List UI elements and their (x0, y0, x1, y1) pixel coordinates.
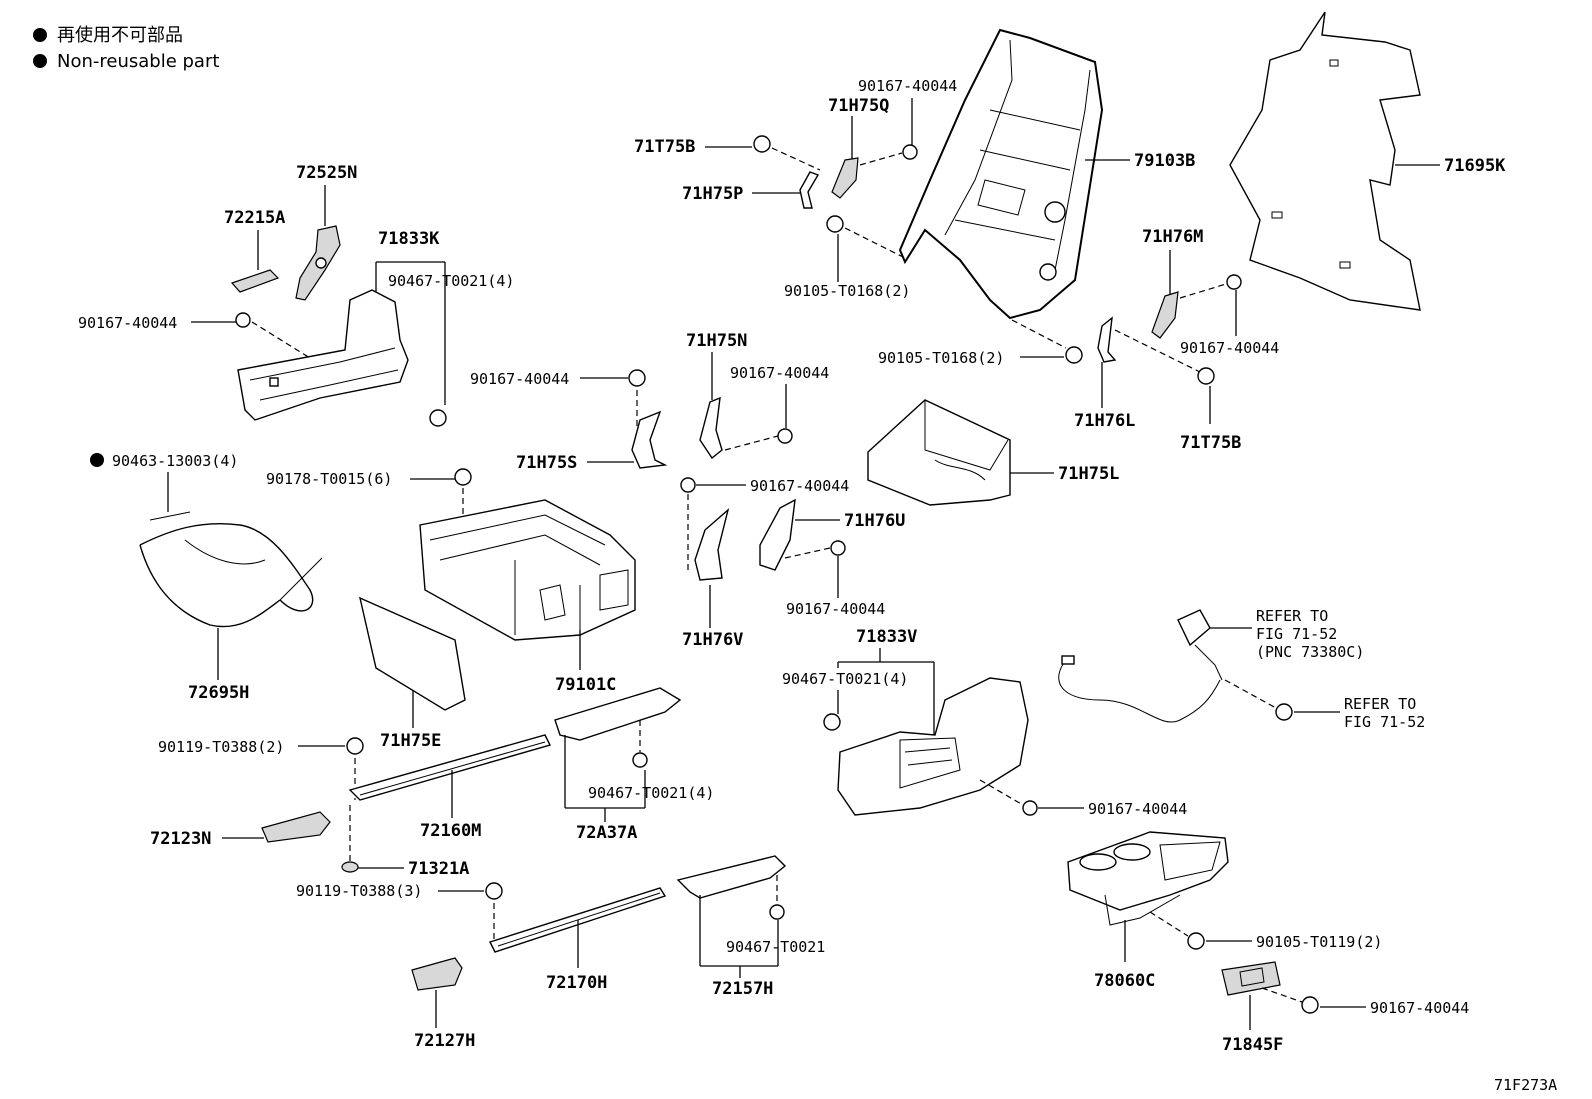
label-90167-40044-i: 90167-40044 (1370, 999, 1469, 1017)
part-72A37A: 90467-T0021(4) 72A37A (554, 687, 714, 843)
part-71H76U: 71H76U 90167-40044 (759, 498, 905, 618)
label-71321A: 71321A (408, 859, 469, 879)
part-71833K: 71833K 90467-T0021(4) 90167-40044 (78, 229, 514, 427)
label-71T75B-a: 71T75B (634, 137, 695, 157)
refer-pnc-1: (PNC 73380C) (1256, 643, 1364, 661)
refer-fig-2: FIG 71-52 (1344, 713, 1425, 731)
part-71T75B-lower: 71T75B (1180, 367, 1241, 453)
refer-fig-1: FIG 71-52 (1256, 625, 1337, 643)
legend-en-text: Non-reusable part (57, 51, 219, 72)
label-90167-40044-h: 90167-40044 (1088, 800, 1187, 818)
label-90105-T0119-2: 90105-T0119(2) (1256, 933, 1382, 951)
label-71H76M: 71H76M (1142, 227, 1203, 247)
part-71H75S: 90167-40044 71H75S (470, 369, 668, 473)
label-90467-T0021-4-a: 90467-T0021(4) (388, 272, 514, 290)
figure-code: 71F273A (1494, 1076, 1557, 1094)
part-71321A: 71321A (341, 859, 469, 879)
part-78060C: 78060C 90105-T0119(2) (1067, 831, 1382, 991)
label-72525N: 72525N (296, 163, 357, 183)
refer-to-1: REFER TO (1256, 607, 1328, 625)
label-72170H: 72170H (546, 973, 607, 993)
part-79101C: 90178-T0015(6) 79101C (266, 468, 636, 695)
label-71H75S: 71H75S (516, 453, 577, 473)
part-71695K: 71695K (1229, 11, 1506, 311)
part-72127H: 72127H (411, 957, 475, 1051)
part-72170H: 90119-T0388(3) 72170H (296, 882, 667, 993)
label-72123N: 72123N (150, 829, 211, 849)
label-90167-40044-g: 90167-40044 (1180, 339, 1279, 357)
label-78060C: 78060C (1094, 971, 1155, 991)
part-72157H: 90467-T0021 72157H (676, 855, 825, 999)
label-72157H: 72157H (712, 979, 773, 999)
part-72215A: 72215A (224, 208, 285, 293)
part-71H75N: 71H75N 90167-40044 (686, 331, 829, 460)
non-reusable-dot-icon (33, 54, 47, 68)
label-90167-40044-c: 90167-40044 (730, 364, 829, 382)
part-71H75Q: 90167-40044 71H75Q (828, 77, 957, 199)
label-72127H: 72127H (414, 1031, 475, 1051)
label-71833K: 71833K (378, 229, 440, 249)
part-72123N: 72123N (150, 811, 331, 849)
part-71H75L: 71H75L (867, 399, 1119, 506)
label-90178-T0015-6: 90178-T0015(6) (266, 470, 392, 488)
part-71845F: 90167-40044 71845F (1221, 961, 1469, 1055)
label-71833V: 71833V (856, 627, 917, 647)
label-71695K: 71695K (1444, 156, 1506, 176)
label-90167-40044-b: 90167-40044 (470, 370, 569, 388)
label-90105-T0168-2-b: 90105-T0168(2) (878, 349, 1004, 367)
part-71833V: 71833V 90467-T0021(4) 90167-40044 (782, 627, 1187, 818)
part-71H76V: 90167-40044 71H76V (680, 477, 849, 650)
label-90105-T0168-2-a: 90105-T0168(2) (784, 282, 910, 300)
label-71H76U: 71H76U (844, 511, 905, 531)
part-72160M: 90119-T0388(2) 72160M (158, 734, 552, 862)
label-90167-40044-d: 90167-40044 (750, 477, 849, 495)
legend-jp-text: 再使用不可部品 (57, 25, 183, 46)
part-71H75E: 71H75E (359, 596, 466, 751)
label-72215A: 72215A (224, 208, 285, 228)
label-90119-T0388-3: 90119-T0388(3) (296, 882, 422, 900)
part-71H75P: 71H75P (682, 171, 820, 209)
label-71H75N: 71H75N (686, 331, 747, 351)
label-72160M: 72160M (420, 821, 481, 841)
part-72695H: 90463-13003(4) 72695H (90, 452, 323, 703)
label-71T75B-b: 71T75B (1180, 433, 1241, 453)
label-71H75L: 71H75L (1058, 464, 1119, 484)
part-seatbelt-wire: REFER TO FIG 71-52 (PNC 73380C) REFER TO… (1058, 607, 1425, 731)
label-90167-40044-f: 90167-40044 (858, 77, 957, 95)
label-90467-T0021-4-b: 90467-T0021(4) (588, 784, 714, 802)
non-reusable-dot-icon (33, 28, 47, 42)
label-79101C: 79101C (555, 675, 616, 695)
label-71H76V: 71H76V (682, 630, 743, 650)
label-79103B: 79103B (1134, 151, 1195, 171)
label-71H76L: 71H76L (1074, 411, 1135, 431)
part-71H76L: 90105-T0168(2) 71H76L (878, 316, 1201, 431)
label-90463-13003-4: 90463-13003(4) (112, 452, 238, 470)
label-72A37A: 72A37A (576, 823, 637, 843)
label-90167-40044-e: 90167-40044 (786, 600, 885, 618)
label-71H75P: 71H75P (682, 184, 743, 204)
legend: 再使用不可部品 Non-reusable part (33, 25, 219, 72)
part-72525N: 72525N (295, 163, 357, 301)
refer-to-2: REFER TO (1344, 695, 1416, 713)
label-90467-T0021-4-d: 90467-T0021(4) (782, 670, 908, 688)
label-90467-T0021-c: 90467-T0021 (726, 938, 825, 956)
part-79103B: 90105-T0168(2) 79103B (784, 28, 1195, 320)
label-90167-40044-a: 90167-40044 (78, 314, 177, 332)
label-72695H: 72695H (188, 683, 249, 703)
part-71T75B-upper: 71T75B (634, 135, 821, 171)
label-90119-T0388-2: 90119-T0388(2) (158, 738, 284, 756)
label-71H75Q: 71H75Q (828, 96, 889, 116)
label-71845F: 71845F (1222, 1035, 1283, 1055)
label-71H75E: 71H75E (380, 731, 441, 751)
part-71H76M: 71H76M 90167-40044 (1142, 227, 1279, 357)
